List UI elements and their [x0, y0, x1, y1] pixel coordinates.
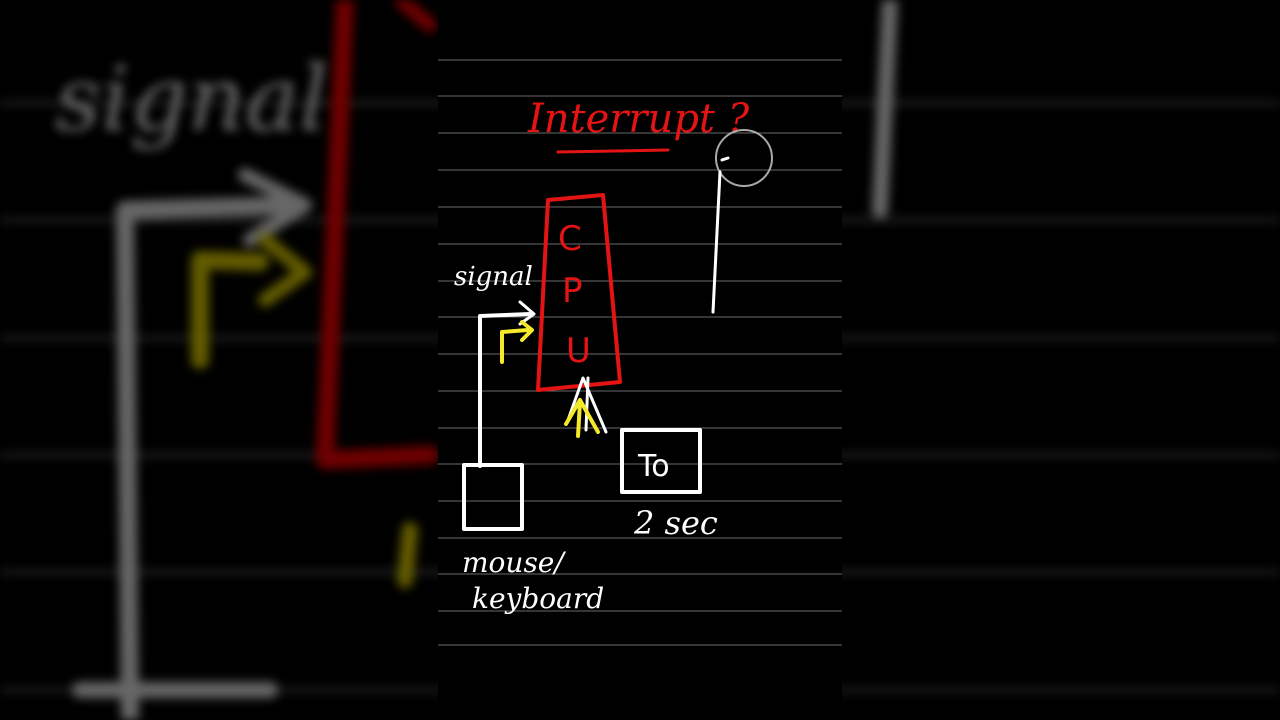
pen-cursor-icon — [715, 129, 773, 187]
whiteboard-canvas: Interrupt ? C P U signal mouse/ keyboard… — [438, 59, 842, 646]
signal-label: signal — [454, 262, 533, 292]
duration-label: 2 sec — [633, 504, 718, 542]
cpu-letter-c: C — [558, 219, 582, 259]
cpu-letter-u: U — [566, 331, 591, 371]
device-label-line1: mouse/ — [462, 546, 566, 579]
device-label-line2: keyboard — [472, 582, 604, 615]
cpu-input-arrow-icon — [566, 376, 608, 434]
signal-arrowhead-icon — [518, 300, 536, 326]
whiteboard-panel: Interrupt ? C P U signal mouse/ keyboard… — [438, 0, 842, 720]
device-box — [462, 463, 524, 531]
ruled-lines — [438, 59, 842, 646]
pen-stroke — [711, 156, 730, 314]
title-underline — [556, 148, 670, 154]
yellow-arrow-icon — [500, 320, 534, 364]
page-title: Interrupt ? — [527, 96, 750, 142]
task-box — [620, 428, 702, 494]
task-label: To — [637, 449, 670, 484]
blurred-signal-text: signal — [55, 47, 328, 152]
signal-wire — [478, 312, 532, 468]
cpu-box — [536, 193, 622, 392]
cpu-letter-p: P — [562, 271, 583, 311]
interrupt-arrow-icon — [564, 398, 600, 438]
